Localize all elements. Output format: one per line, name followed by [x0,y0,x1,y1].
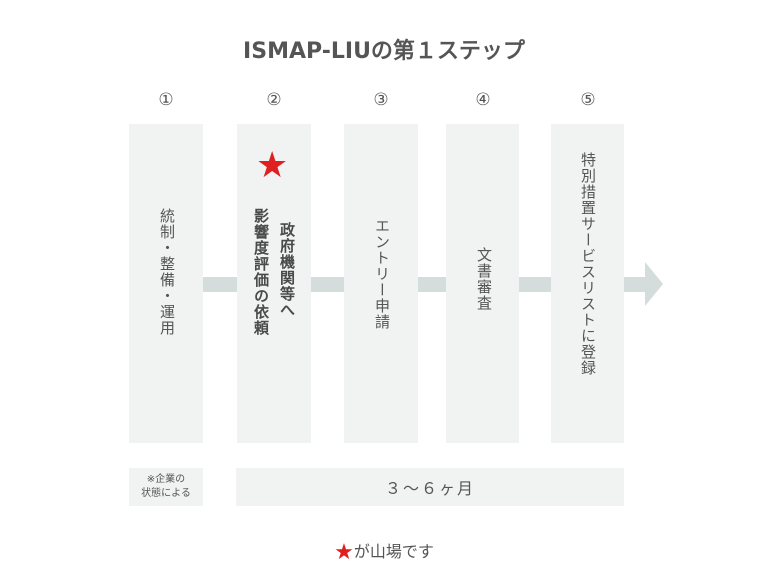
connector-3-4 [418,277,446,292]
step-box-4: 文書審査 [446,124,519,443]
arrow-head-icon [645,262,663,306]
step-label-1: 統制・整備・運用 [158,208,176,336]
duration-label: ３〜６ヶ月 [384,479,475,498]
step-label-4: 文書審査 [475,247,493,311]
step-number-1: ① [158,90,174,110]
step-box-3: エントリー申請 [344,124,418,443]
duration-bar: ３〜６ヶ月 [236,468,624,506]
step-label-3: エントリー申請 [373,218,391,330]
step-number-5: ⑤ [580,90,596,110]
step-box-2: ★ 政府機関等へ 影響度評価の依頼 [237,124,311,443]
arrow-shaft [624,277,646,292]
step-box-1: 統制・整備・運用 [129,124,203,443]
legend-star-icon: ★ [334,540,354,565]
connector-2-3 [311,277,344,292]
step-label-2-line2: 影響度評価の依頼 [252,208,270,336]
star-icon: ★ [256,145,289,186]
legend-text: が山場です [353,542,434,561]
step-number-2: ② [266,90,282,110]
step-label-5: 特別措置サービスリストに登録 [579,152,597,376]
legend: ★が山場です [0,538,768,565]
note-box: ※企業の 状態による [129,468,203,506]
connector-1-2 [203,277,237,292]
diagram-title: ISMAP-LIUの第１ステップ [243,39,525,64]
step-label-2-line1: 政府機関等へ [278,222,296,318]
step-number-4: ④ [475,90,491,110]
note-line-1: ※企業の [146,474,186,485]
note-line-2: 状態による [141,488,191,499]
connector-4-5 [519,277,551,292]
step-number-3: ③ [373,90,389,110]
step-box-5: 特別措置サービスリストに登録 [551,124,624,443]
